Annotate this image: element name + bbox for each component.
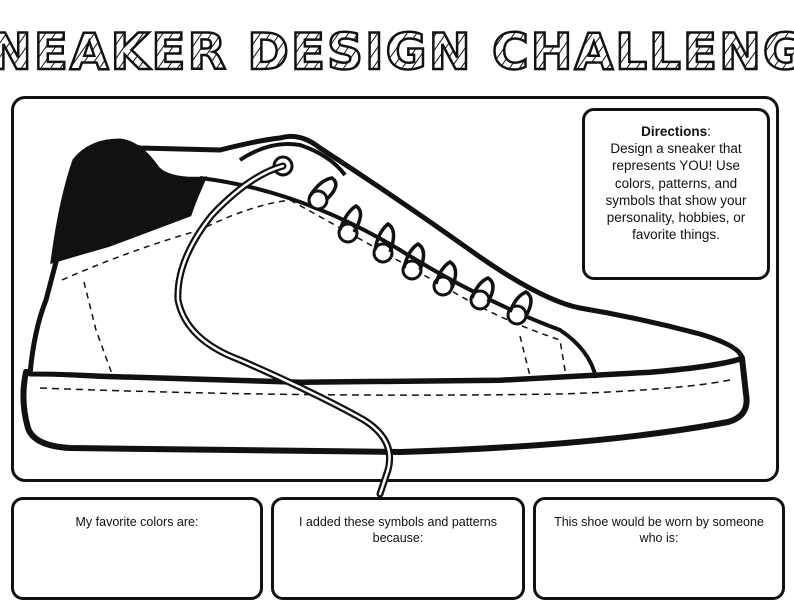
worn-by-prompt: This shoe would be worn by someone who i… (554, 515, 764, 545)
worksheet-title: SNEAKER DESIGN CHALLENGE (0, 14, 794, 84)
directions-label: Directions (641, 124, 708, 139)
title-text: SNEAKER DESIGN CHALLENGE (0, 23, 794, 81)
worn-by-box[interactable]: This shoe would be worn by someone who i… (533, 497, 785, 600)
directions-box: Directions: Design a sneaker that repres… (582, 108, 770, 280)
symbols-patterns-box[interactable]: I added these symbols and patterns becau… (271, 497, 525, 600)
title-lettering: SNEAKER DESIGN CHALLENGE (0, 22, 794, 83)
directions-colon: : (707, 124, 711, 139)
symbols-patterns-prompt: I added these symbols and patterns becau… (298, 515, 498, 545)
directions-text: Design a sneaker that represents YOU! Us… (605, 141, 747, 243)
favorite-colors-prompt: My favorite colors are: (75, 515, 199, 529)
favorite-colors-box[interactable]: My favorite colors are: (11, 497, 263, 600)
